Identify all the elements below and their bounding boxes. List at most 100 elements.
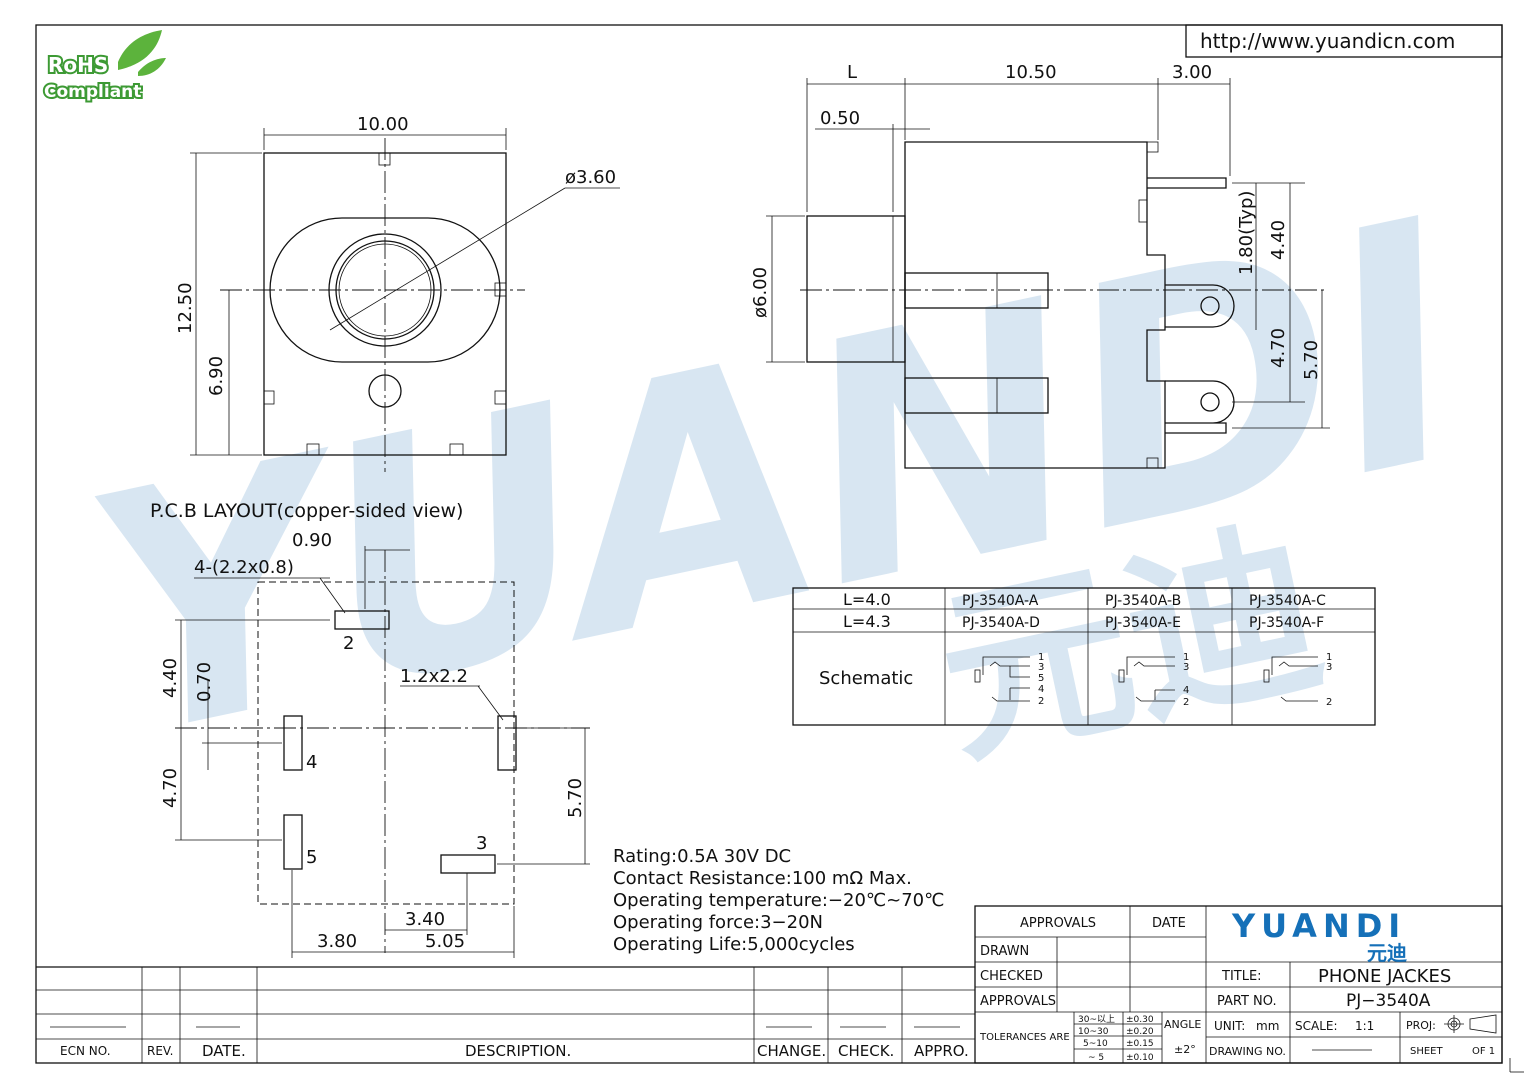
dim-pcb-070: 0.70	[194, 662, 215, 702]
tb-of-lbl: OF 1	[1472, 1046, 1495, 1057]
dim-pcb-pad: 1.2x2.2	[400, 666, 468, 687]
dim-front-center: 6.90	[206, 356, 227, 396]
dim-pcb-380: 3.80	[317, 931, 357, 952]
tb-unit-lbl: UNIT:	[1214, 1019, 1245, 1033]
variant-row2-c: PJ-3540A-F	[1249, 615, 1324, 631]
side-view: L 10.50 3.00 0.50 ø6.00 1.80(Typ) 4.40 4…	[750, 62, 1330, 469]
tb-angle: ANGLE	[1164, 1018, 1201, 1031]
spec-force: Operating force:3−20N	[613, 912, 823, 933]
rev-check: CHECK.	[838, 1042, 894, 1060]
rohs-badge: RoHS Compliant	[42, 30, 166, 104]
outer-frame	[35, 24, 1503, 1064]
schematic-b: 1 3 4 2	[1118, 652, 1189, 708]
dim-front-width: 10.00	[357, 114, 409, 135]
title-block: APPROVALS DATE DRAWN CHECKED APPROVALS T…	[974, 905, 1503, 1064]
dim-pcb-440: 4.40	[160, 658, 181, 698]
svg-text:±0.15: ±0.15	[1126, 1039, 1154, 1049]
dim-pcb-slot: 4-(2.2x0.8)	[194, 557, 294, 578]
dim-front-dia: ø3.60	[565, 167, 616, 188]
schematic-c: 1 3 2	[1263, 652, 1332, 708]
tb-sheet-lbl: SHEET	[1410, 1046, 1444, 1057]
svg-text:2: 2	[1183, 697, 1189, 708]
variant-row2-b: PJ-3540A-E	[1105, 615, 1181, 631]
front-view: 10.00 ø3.60 12.50 6.90	[175, 114, 620, 472]
spec-resistance: Contact Resistance:100 mΩ Max.	[613, 868, 912, 889]
pcb-title: P.C.B LAYOUT(copper-sided view)	[150, 500, 463, 522]
svg-text:3: 3	[1326, 662, 1332, 673]
tb-approvals: APPROVALS	[980, 994, 1056, 1009]
dim-side-L: L	[847, 62, 857, 83]
svg-text:10~30: 10~30	[1078, 1027, 1109, 1037]
variant-row1-c: PJ-3540A-C	[1249, 593, 1326, 609]
pcb-layout: P.C.B LAYOUT(copper-sided view) 2 4 5 3 …	[150, 500, 590, 958]
url-box: http://www.yuandicn.com	[1185, 24, 1503, 58]
dim-side-470: 4.70	[1268, 328, 1289, 368]
url-text: http://www.yuandicn.com	[1200, 29, 1455, 53]
dim-side-dia: ø6.00	[750, 267, 771, 318]
svg-text:1: 1	[1038, 652, 1044, 663]
tb-part-lbl: PART NO.	[1217, 994, 1277, 1009]
svg-text:4: 4	[1038, 684, 1044, 695]
tb-checked: CHECKED	[980, 969, 1043, 984]
dim-side-offset: 0.50	[820, 108, 860, 129]
schematic-label: Schematic	[819, 668, 913, 689]
tb-part-val: PJ−3540A	[1346, 991, 1431, 1011]
pcb-pin-5: 5	[306, 847, 317, 868]
dim-side-570: 5.70	[1301, 340, 1322, 380]
rev-ecn: ECN NO.	[60, 1044, 111, 1058]
variant-row1-label: L=4.0	[843, 590, 891, 609]
tb-tolerances: TOLERANCES ARE	[979, 1032, 1070, 1043]
svg-text:3: 3	[1183, 662, 1189, 673]
spec-temperature: Operating temperature:−20℃~70℃	[613, 890, 944, 911]
revision-block: ECN NO. REV. DATE. DESCRIPTION. CHANGE. …	[36, 966, 975, 1063]
tb-title-lbl: TITLE:	[1221, 969, 1262, 984]
rev-rev: REV.	[147, 1044, 173, 1058]
tb-proj-lbl: PROJ:	[1406, 1019, 1436, 1032]
projection-symbol-icon	[1444, 1014, 1497, 1034]
tb-logo: YUANDI	[1231, 907, 1406, 945]
pcb-pin-2: 2	[343, 633, 354, 654]
tb-drawing-lbl: DRAWING NO.	[1209, 1045, 1286, 1058]
svg-text:5: 5	[1038, 673, 1044, 684]
variant-row2-label: L=4.3	[843, 612, 891, 631]
svg-text:2: 2	[1326, 697, 1332, 708]
rohs-line2: Compliant	[44, 82, 141, 102]
tb-unit-val: mm	[1256, 1019, 1279, 1033]
tb-date-hdr: DATE	[1152, 916, 1186, 931]
tb-drawn: DRAWN	[980, 944, 1029, 959]
svg-text:2: 2	[1038, 696, 1044, 707]
svg-text:±0.30: ±0.30	[1126, 1015, 1154, 1025]
variant-row1-a: PJ-3540A-A	[962, 593, 1039, 609]
svg-text:3: 3	[1038, 662, 1044, 673]
dim-side-pin: 3.00	[1172, 62, 1212, 83]
rev-appro: APPRO.	[914, 1042, 969, 1060]
pcb-pin-3: 3	[476, 833, 487, 854]
dim-side-typ: 1.80(Typ)	[1236, 191, 1257, 275]
rev-description: DESCRIPTION.	[465, 1042, 571, 1060]
svg-text:±0.10: ±0.10	[1126, 1053, 1154, 1063]
tb-logo-cn: 元迪	[1367, 941, 1407, 965]
dim-pcb-090: 0.90	[292, 530, 332, 551]
svg-text:1: 1	[1326, 652, 1332, 663]
dim-pcb-470: 4.70	[160, 768, 181, 808]
dim-pcb-570: 5.70	[565, 778, 586, 818]
tb-scale-val: 1:1	[1355, 1019, 1374, 1033]
svg-text:5~10: 5~10	[1083, 1039, 1108, 1049]
spec-life: Operating Life:5,000cycles	[613, 934, 855, 955]
tb-approvals-hdr: APPROVALS	[1020, 916, 1096, 931]
svg-text:~ 5: ~ 5	[1088, 1053, 1104, 1063]
svg-text:30~以上: 30~以上	[1078, 1014, 1115, 1025]
rev-change: CHANGE.	[757, 1042, 826, 1060]
dim-side-length: 10.50	[1005, 62, 1057, 83]
dim-front-height: 12.50	[175, 282, 196, 334]
spec-rating: Rating:0.5A 30V DC	[613, 846, 791, 867]
variant-row2-a: PJ-3540A-D	[962, 615, 1040, 631]
schematic-a: 1 3 5 4 2	[974, 652, 1044, 707]
svg-text:±0.20: ±0.20	[1126, 1027, 1154, 1037]
rohs-line1: RoHS	[48, 53, 108, 77]
specs: Rating:0.5A 30V DC Contact Resistance:10…	[613, 846, 944, 955]
variant-row1-b: PJ-3540A-B	[1105, 593, 1181, 609]
svg-text:4: 4	[1183, 685, 1189, 696]
pcb-pin-4: 4	[306, 752, 317, 773]
